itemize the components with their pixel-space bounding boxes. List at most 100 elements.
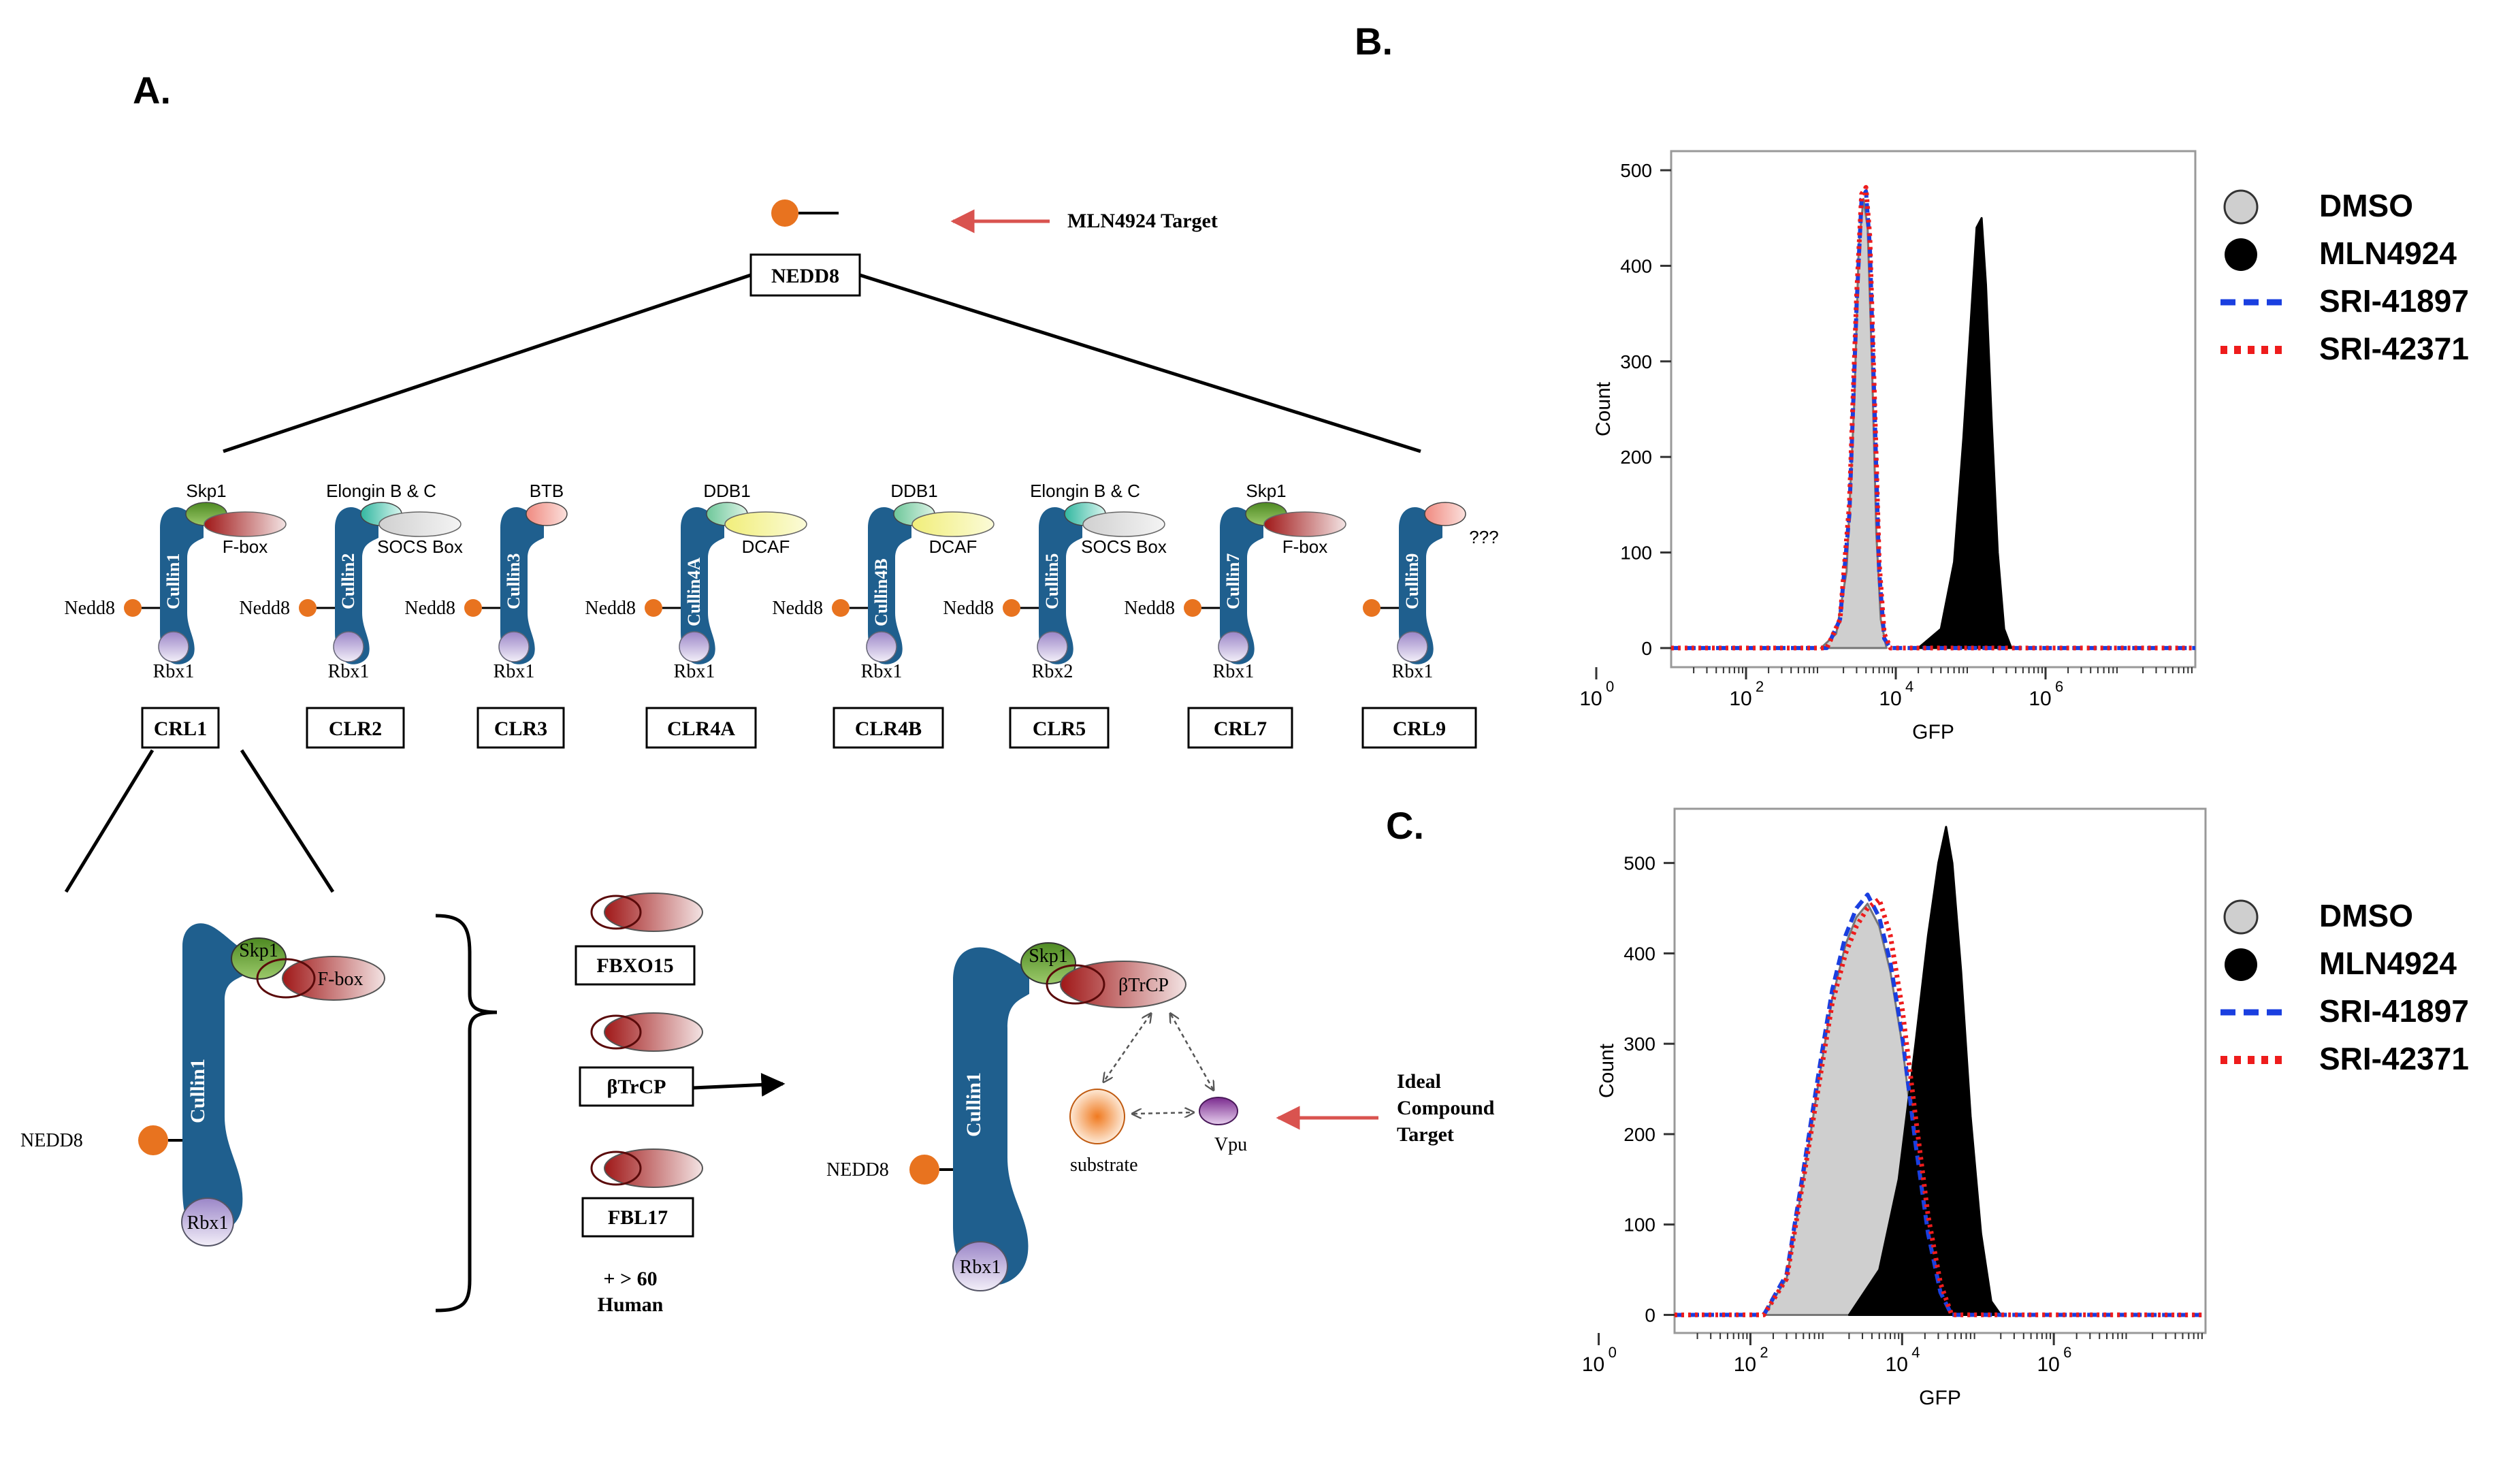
receptor-shape [724, 511, 807, 537]
panel-a: A. NEDD8 MLN4924 Target Cullin1Rbx1Nedd8… [20, 69, 1499, 1316]
y-tick-label: 400 [1624, 943, 1655, 964]
rbx-shape [679, 631, 710, 662]
nedd8-detail-label: NEDD8 [20, 1130, 83, 1151]
dotted-arrow-btrcp-substrate [1104, 1014, 1150, 1081]
legend-label: SRI-41897 [2319, 283, 2469, 319]
rbx-shape [333, 631, 364, 662]
fbox-item-inner [590, 1151, 642, 1186]
nedd8-icon [1003, 599, 1020, 617]
vpu-label: Vpu [1214, 1134, 1247, 1155]
legend-marker [2223, 899, 2259, 935]
rbx-label: Rbx1 [328, 661, 370, 682]
dotted-arrow-substrate-vpu [1133, 1112, 1193, 1114]
adaptor-label: Elongin B & C [1030, 481, 1140, 501]
skp1-complex-shape [1020, 942, 1076, 984]
receptor-shape [1082, 511, 1165, 537]
receptor-label: F-box [223, 536, 268, 557]
fbox-item-shape [604, 893, 703, 932]
rbx-label: Rbx1 [1392, 661, 1434, 682]
rbx-label: Rbx1 [1213, 661, 1255, 682]
btrcp-complex: Cullin1 Skp1 βTrCP Rbx1 NEDD8 substrate … [826, 942, 1495, 1291]
crl1-detail: Cullin1 Skp1 F-box Rbx1 NEDD8 [20, 923, 385, 1247]
legend-label: MLN4924 [2319, 236, 2457, 271]
cullin1-complex-label: Cullin1 [963, 1072, 985, 1137]
panel-a-label: A. [133, 69, 171, 112]
cullin-label: Cullin2 [338, 553, 358, 609]
x-tick-exponent: 2 [1760, 1344, 1768, 1361]
crl-name-label: CLR3 [494, 718, 547, 740]
cullin-shape [681, 507, 724, 664]
nedd8-icon [124, 599, 142, 617]
nedd8-top-icon [771, 199, 798, 227]
legend-marker [2223, 189, 2259, 225]
nedd8-icon [464, 599, 482, 617]
y-tick-label: 100 [1620, 543, 1652, 564]
cullin-shape [335, 507, 378, 664]
adaptor-shape [526, 502, 568, 526]
fan-line-right [859, 273, 1421, 453]
fbox-item: βTrCP [579, 1012, 703, 1107]
fbox-more-line2: Human [598, 1293, 664, 1316]
crl-name-label: CRL1 [154, 718, 207, 740]
cullin-label: Cullin7 [1223, 553, 1243, 609]
cullin-shape [1220, 507, 1263, 664]
legend-marker [2225, 238, 2257, 271]
adaptor-label: Skp1 [1246, 481, 1286, 501]
fbox-more-line1: + > 60 [603, 1268, 657, 1290]
substrate-label: substrate [1070, 1155, 1138, 1176]
zoom-line-right [240, 749, 335, 893]
crl-name-label: CLR2 [329, 718, 382, 740]
crl-name-box [476, 707, 565, 749]
rbx-shape [1037, 631, 1068, 662]
nedd8-detail-icon [138, 1125, 168, 1155]
ideal-target-line3: Target [1397, 1123, 1454, 1146]
fbox-item-inner [590, 1014, 642, 1050]
x-axis-label: GFP [1912, 721, 1954, 743]
adaptor-shape [1424, 502, 1466, 526]
fbox-item-label: FBXO15 [596, 954, 673, 977]
histogram-series [1674, 893, 2206, 1317]
legend-item: DMSO [2223, 898, 2413, 935]
nedd8-complex-icon [909, 1155, 939, 1185]
legend-item: SRI-41897 [2220, 993, 2469, 1029]
nedd8-icon [645, 599, 662, 617]
to-complex-arrow [692, 1072, 786, 1097]
nedd8-label: Nedd8 [404, 598, 455, 619]
crl-name-box [645, 707, 757, 749]
fbox-item-box [575, 945, 696, 986]
x-tick-label: 10 [1879, 688, 1901, 710]
fbox-item: FBL17 [581, 1148, 703, 1238]
fbox-list: FBXO15 βTrCP FBL17 [575, 893, 703, 1238]
fbox-item-box [579, 1066, 694, 1107]
receptor-shape [378, 511, 462, 537]
fbox-detail-inner [256, 958, 316, 999]
nedd8-label: Nedd8 [64, 598, 115, 619]
fbox-item: FBXO15 [575, 893, 703, 986]
legend-item: MLN4924 [2225, 946, 2457, 981]
crl-name-box [833, 707, 944, 749]
receptor-shape [911, 511, 995, 537]
rbx-shape [1218, 631, 1249, 662]
legend-label: SRI-42371 [2319, 1041, 2469, 1076]
crl-name-label: CRL7 [1214, 718, 1267, 740]
y-tick-label: 500 [1620, 160, 1652, 181]
adaptor-label: BTB [530, 481, 564, 501]
legend-marker [2225, 948, 2257, 981]
nedd8-label: Nedd8 [585, 598, 636, 619]
legend-label: DMSO [2319, 188, 2413, 223]
cullin-shape [1399, 507, 1442, 664]
cullin-label: Cullin4A [684, 558, 704, 626]
btrcp-complex-inner [1046, 964, 1105, 1005]
ideal-target-line2: Compound [1397, 1097, 1495, 1119]
cullin-label: Cullin9 [1402, 553, 1422, 609]
x-axis-label: GFP [1919, 1387, 1961, 1409]
cullin-label: Cullin5 [1042, 553, 1062, 609]
